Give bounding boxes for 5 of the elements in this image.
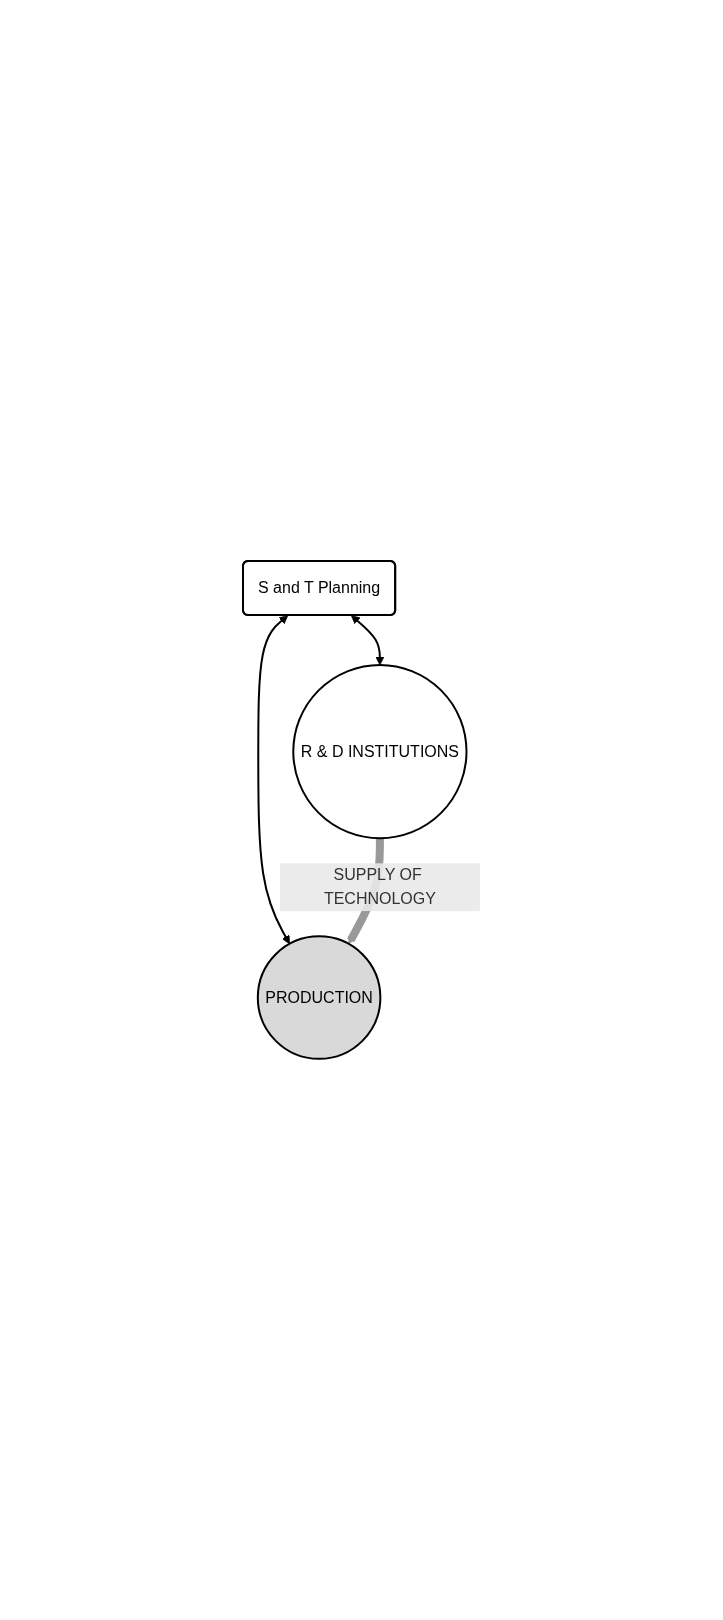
- arrow: [351, 615, 385, 666]
- arrow: [257, 615, 290, 945]
- edge-label: SUPPLY OF TECHNOLOGY: [323, 866, 436, 908]
- node-circle: PRODUCTION: [256, 935, 382, 1060]
- node-circle: R & D INSTITUTIONS: [292, 664, 468, 840]
